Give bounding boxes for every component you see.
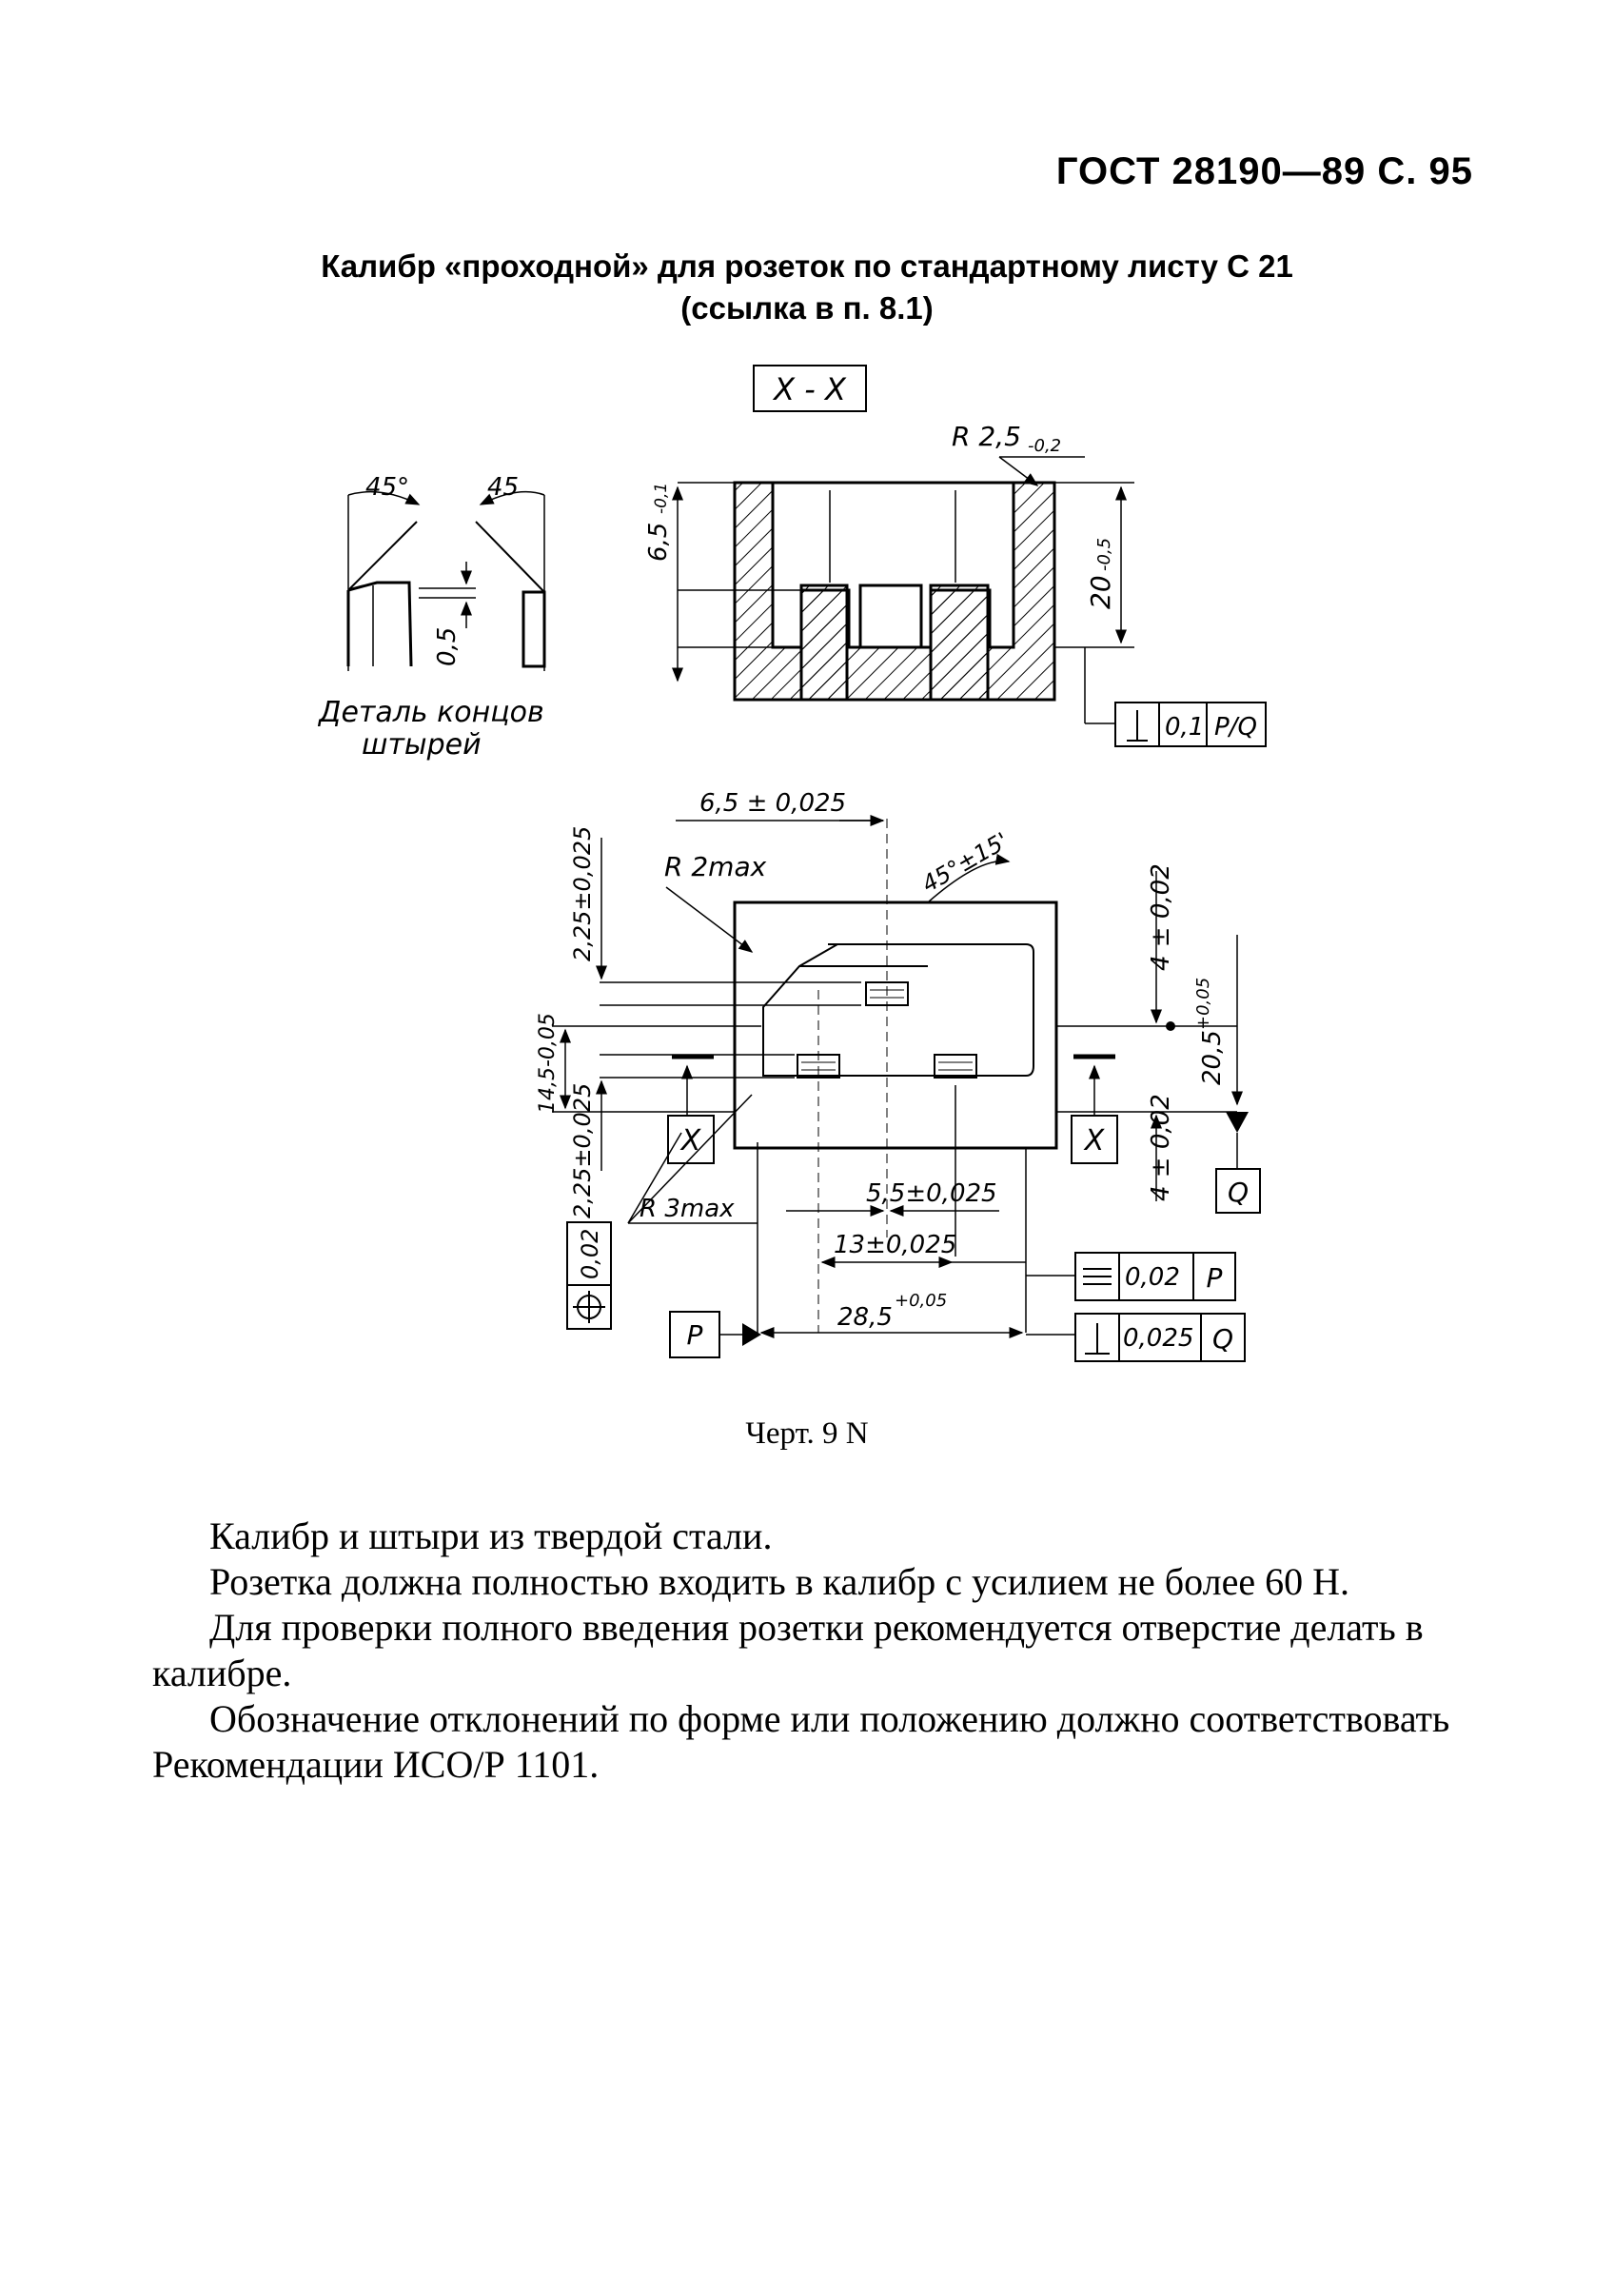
dim-2-25-top: 2,25±0,025 (569, 826, 596, 961)
tol-pos-value: 0,02 (577, 1229, 603, 1279)
section-marker-left: X (679, 1124, 702, 1158)
figure-title-line-2: (ссылка в п. 8.1) (680, 290, 934, 326)
tol-sym-value: 0,02 (1125, 1263, 1180, 1292)
dim-6-5: 6,5 (644, 523, 673, 562)
dim-radius-top: R 2,5 (952, 421, 1021, 452)
section-marker-right: X (1083, 1124, 1106, 1158)
dim-6-5-pm: 6,5 ± 0,025 (699, 789, 846, 818)
dim-20: 20 (1085, 575, 1116, 609)
dim-20-5-tol: +0,05 (1193, 978, 1213, 1030)
dim-0-5: 0,5 (433, 627, 462, 666)
pin-detail: 45° 0,5 45 Деталь концов штырей (317, 473, 546, 762)
figure-title: Калибр «проходной» для розеток по станда… (0, 246, 1614, 329)
dim-radius-3: R 3max (640, 1195, 735, 1223)
dim-4-bot: 4 ± 0,02 (1147, 1094, 1175, 1201)
dim-28-5: 28,5 (837, 1303, 893, 1332)
dim-20-tol: -0,5 (1094, 538, 1114, 571)
paragraph: Обозначение отклонений по форме или поло… (152, 1697, 1450, 1786)
tol-sym-ref: P (1207, 1262, 1223, 1294)
tol-perp2-value: 0,025 (1123, 1324, 1193, 1353)
dim-2-25-bot: 2,25±0,025 (569, 1083, 596, 1218)
dim-radius-2: R 2max (664, 851, 767, 882)
figure-caption: Черт. 9 N (745, 1416, 869, 1451)
dim-14-5: 14,5-0,05 (536, 1013, 560, 1114)
detail-caption-1: Деталь концов (317, 696, 544, 729)
angle-45-15: 45°±15' (917, 827, 1013, 898)
section-label: X - X (772, 371, 847, 407)
figure-title-line-1: Калибр «проходной» для розеток по станда… (321, 248, 1293, 284)
body-text: Калибр и штыри из твердой стали. Розетка… (152, 1514, 1485, 1788)
page-header: ГОСТ 28190—89 С. 95 (1055, 150, 1473, 192)
dim-13: 13±0,025 (834, 1231, 956, 1259)
plan-view: 6,5 ± 0,025 R 2max 45°±15' 2,25±0,025 14… (536, 789, 1261, 1362)
paragraph: Розетка должна полностью входить в калиб… (209, 1560, 1349, 1603)
datum-p: P (687, 1319, 703, 1351)
section-view: X - X R 2,5 -0,2 6,5 -0,1 2 (644, 365, 1267, 747)
paragraph: Для проверки полного введения розетки ре… (152, 1606, 1424, 1694)
dim-20-5: 20,5 (1198, 1030, 1227, 1085)
paragraph: Калибр и штыри из твердой стали. (209, 1514, 773, 1557)
angle-45b: 45 (487, 473, 519, 502)
dim-28-5-tol: +0,05 (895, 1291, 947, 1311)
tol-perp-value: 0,1 (1165, 713, 1204, 742)
dim-6-5-tol: -0,1 (652, 483, 671, 514)
dim-4-top: 4 ± 0,02 (1147, 863, 1175, 971)
angle-45: 45° (365, 473, 409, 502)
detail-caption-2: штырей (362, 728, 482, 762)
datum-q: Q (1228, 1177, 1249, 1208)
tol-perp2-ref: Q (1212, 1323, 1233, 1355)
dim-radius-top-tol: -0,2 (1028, 436, 1061, 456)
dim-5-5: 5,5±0,025 (866, 1179, 997, 1208)
tol-perp-ref: P/Q (1214, 713, 1257, 742)
